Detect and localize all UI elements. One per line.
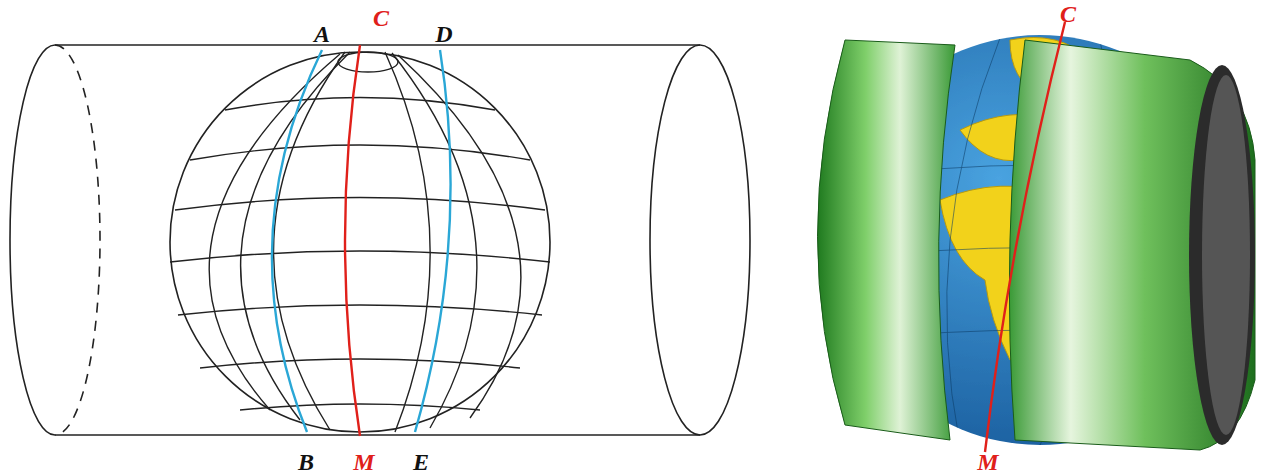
point-label: C	[373, 6, 389, 30]
point-label: C	[1060, 2, 1076, 26]
point-label: E	[413, 450, 429, 474]
point-label: M	[353, 450, 374, 474]
point-label: B	[298, 450, 314, 474]
point-label: M	[977, 450, 998, 474]
point-label: A	[314, 22, 330, 46]
point-label: D	[435, 22, 452, 46]
